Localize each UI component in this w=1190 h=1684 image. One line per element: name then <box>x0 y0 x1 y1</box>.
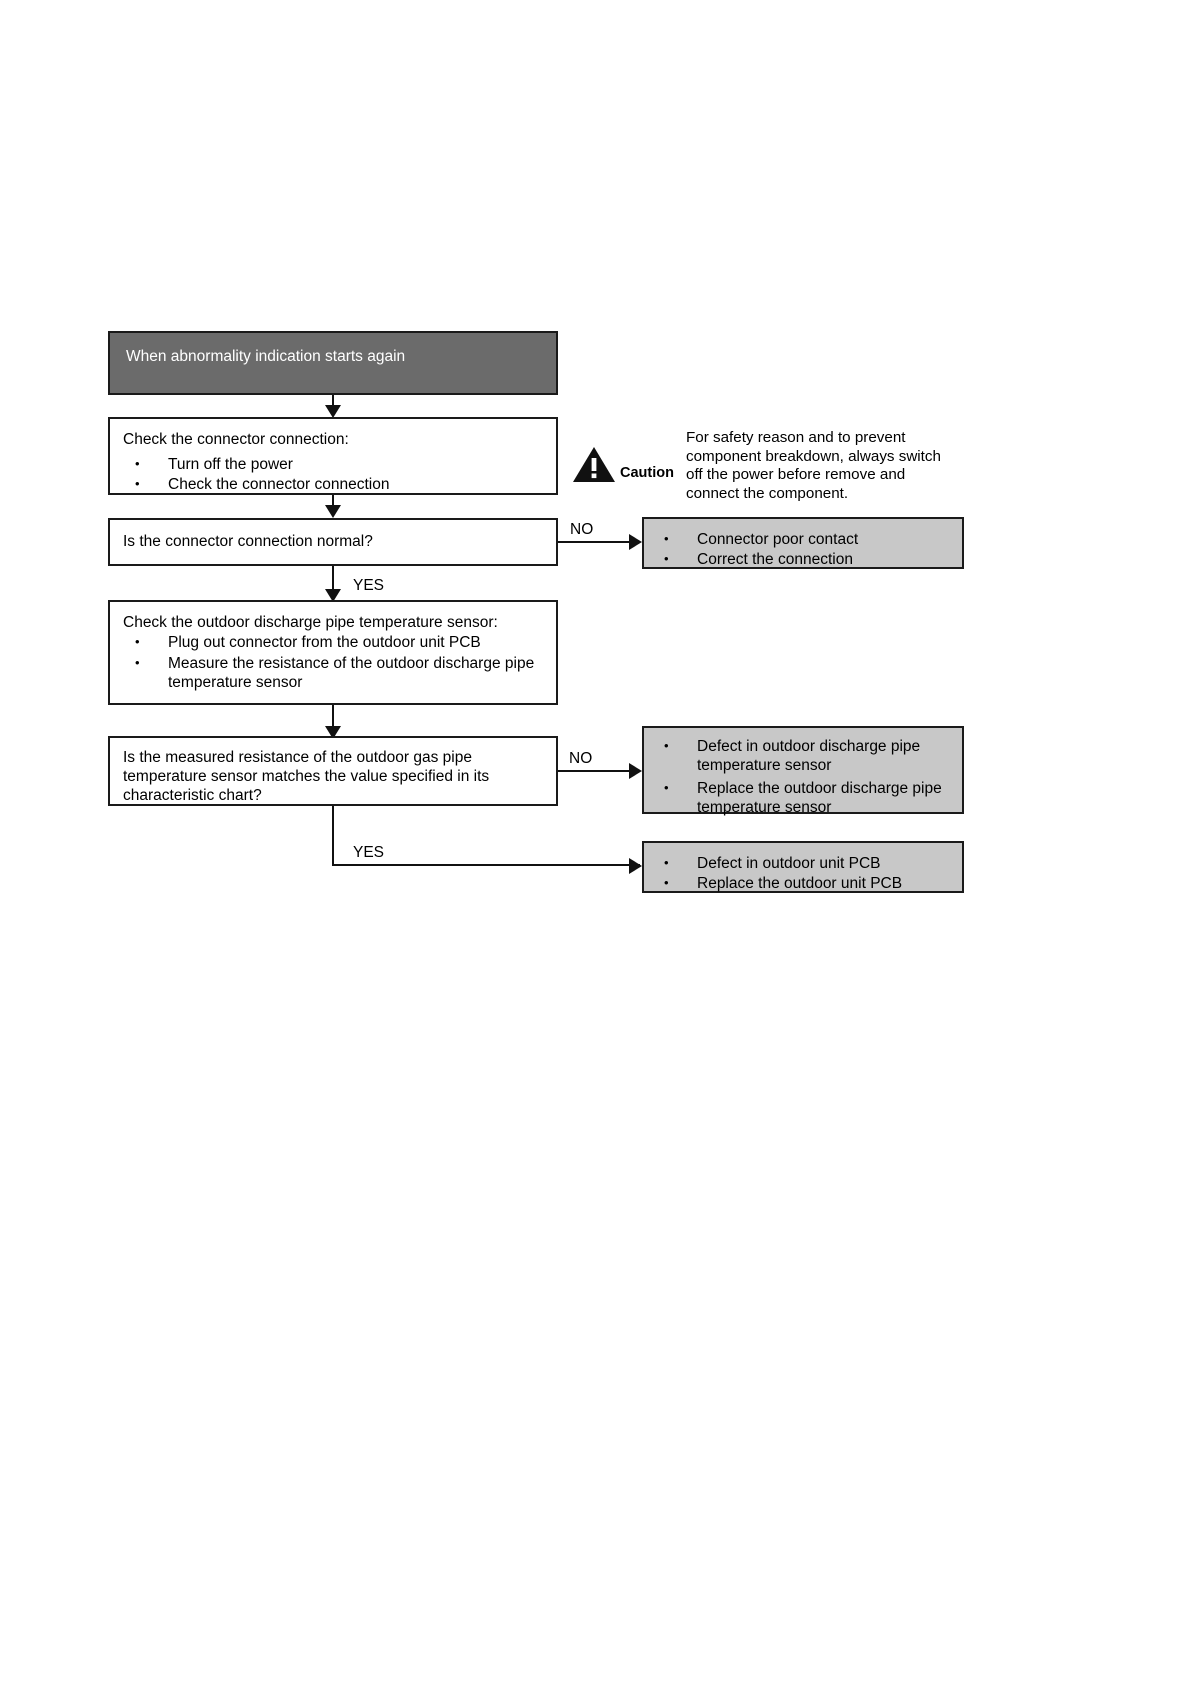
flow-node-start: When abnormality indication starts again <box>108 331 558 395</box>
step2-bullet-1: Plug out connector from the outdoor unit… <box>123 632 544 652</box>
result2-bullet-2: Replace the outdoor discharge pipe tempe… <box>652 778 956 817</box>
flow-node-result2: Defect in outdoor discharge pipe tempera… <box>642 726 964 817</box>
caution-label: Caution <box>620 465 674 481</box>
flow-node-step2: Check the outdoor discharge pipe tempera… <box>108 600 558 705</box>
connector-decision2-no <box>558 770 640 772</box>
flow-node-result3: Defect in outdoor unit PCB Replace the o… <box>642 841 964 893</box>
result2-bullet-list: Defect in outdoor discharge pipe tempera… <box>652 736 956 817</box>
step2-bullet-list: Plug out connector from the outdoor unit… <box>123 627 544 692</box>
step1-bullet-list: Turn off the power Check the connector c… <box>123 454 548 494</box>
connector-decision2-yes-vertical <box>332 806 334 866</box>
flow-node-result1: Connector poor contact Correct the conne… <box>642 517 964 569</box>
decision2-yes-label: YES <box>353 844 385 861</box>
result3-bullet-1: Defect in outdoor unit PCB <box>652 853 956 873</box>
connector-decision2-yes-horizontal <box>332 864 640 866</box>
result1-bullet-list: Connector poor contact Correct the conne… <box>652 529 956 569</box>
result2-bullet-1: Defect in outdoor discharge pipe tempera… <box>652 736 956 775</box>
arrowhead-decision1-yes <box>325 589 341 602</box>
connector-decision1-no <box>558 541 640 543</box>
result3-bullet-list: Defect in outdoor unit PCB Replace the o… <box>652 853 956 893</box>
step2-heading: Check the outdoor discharge pipe tempera… <box>123 614 498 631</box>
caution-block: Caution <box>572 445 972 505</box>
arrowhead-decision2-yes <box>629 858 642 874</box>
result1-bullet-2: Correct the connection <box>652 549 956 569</box>
decision2-no-label: NO <box>569 750 593 767</box>
flow-node-step1: Check the connector connection: Turn off… <box>108 417 558 495</box>
connector-start-to-step1 <box>332 395 334 413</box>
step2-bullet-2: Measure the resistance of the outdoor di… <box>123 653 544 692</box>
warning-triangle-icon <box>573 447 615 482</box>
flow-node-decision2: Is the measured resistance of the outdoo… <box>108 736 558 806</box>
start-node-label: When abnormality indication starts again <box>126 348 406 365</box>
arrowhead-decision1-no <box>629 534 642 550</box>
flow-node-decision1: Is the connector connection normal? <box>108 518 558 566</box>
arrowhead-step2-to-decision2 <box>325 726 341 739</box>
arrowhead-step1-to-decision1 <box>325 505 341 518</box>
result1-bullet-1: Connector poor contact <box>652 529 956 549</box>
arrowhead-decision2-no <box>629 763 642 779</box>
step1-bullet-1: Turn off the power <box>123 454 548 474</box>
connector-step2-to-decision2 <box>332 705 334 737</box>
connector-decision1-yes <box>332 566 334 602</box>
arrowhead-start-to-step1 <box>325 405 341 418</box>
decision2-question: Is the measured resistance of the outdoo… <box>123 749 490 804</box>
step1-bullet-2: Check the connector connection <box>123 474 548 494</box>
decision1-question: Is the connector connection normal? <box>123 533 373 550</box>
step1-heading: Check the connector connection: <box>123 431 349 448</box>
decision1-no-label: NO <box>570 521 594 538</box>
decision1-yes-label: YES <box>353 577 385 594</box>
caution-text: For safety reason and to prevent compone… <box>686 429 941 502</box>
result3-bullet-2: Replace the outdoor unit PCB <box>652 873 956 893</box>
